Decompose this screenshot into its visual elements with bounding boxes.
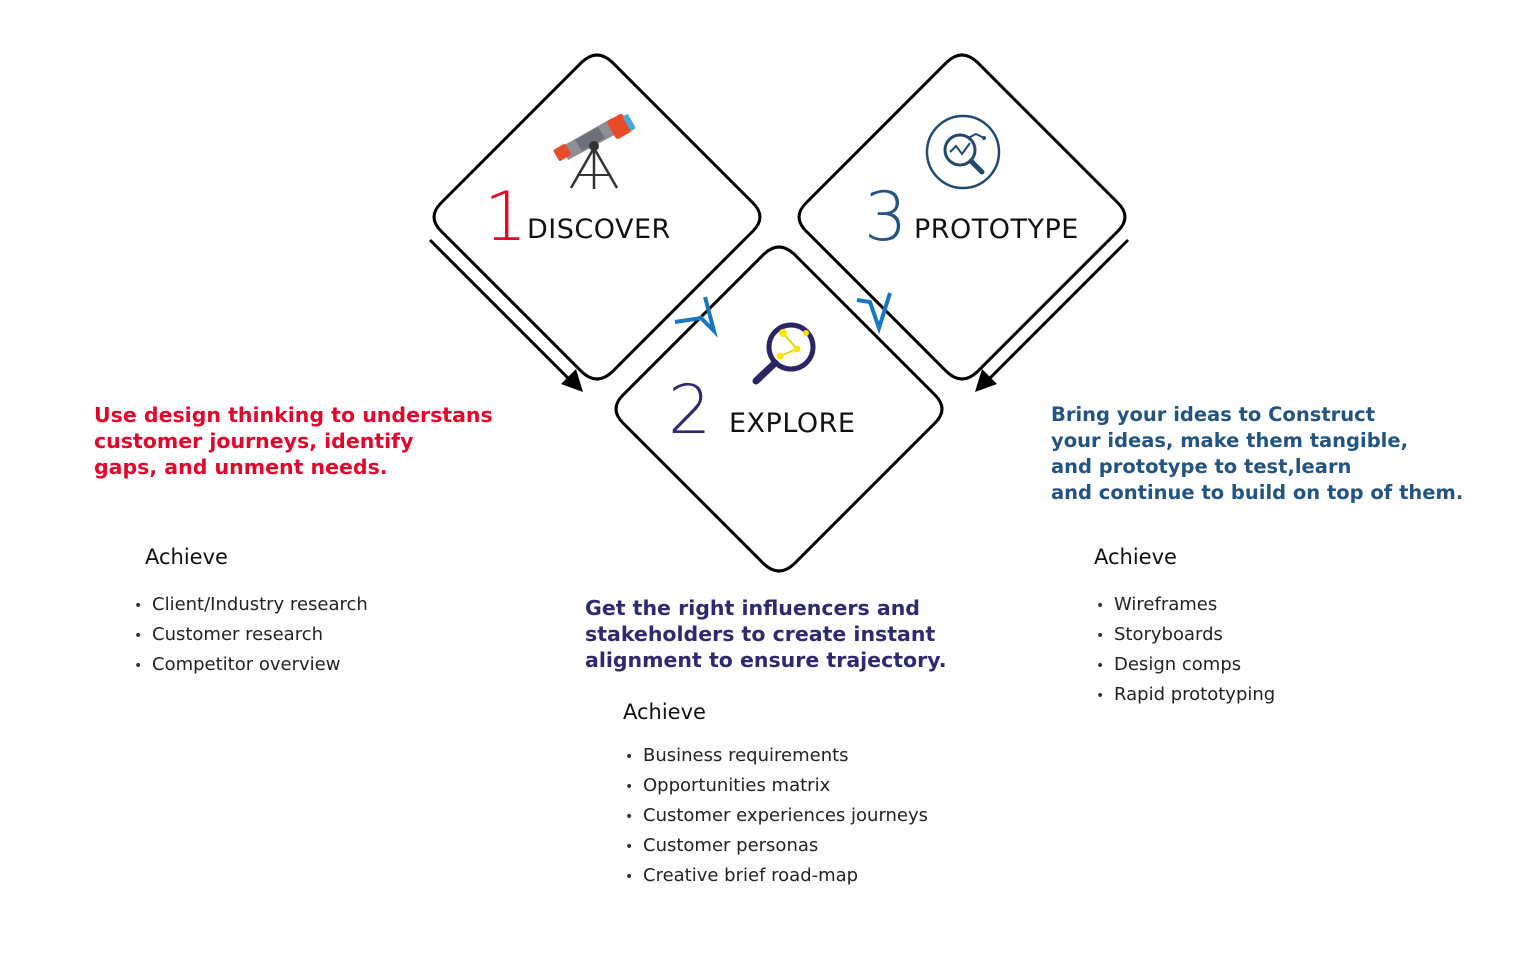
list-item: Competitor overview — [134, 650, 368, 680]
discover-description-line: customer journeys, identify — [94, 429, 414, 453]
explore-description-line: alignment to ensure trajectory. — [585, 648, 947, 672]
discover-description-line: gaps, and unment needs. — [94, 455, 388, 479]
step-title-explore: EXPLORE — [729, 408, 856, 439]
prototype-description-line: Bring your ideas to Construct — [1051, 403, 1376, 426]
list-item: Storyboards — [1096, 620, 1275, 650]
step-number-prototype: 3 — [864, 178, 908, 257]
prototype-description-line: and prototype to test,learn — [1051, 455, 1352, 478]
prototype-description: Bring your ideas to Construct your ideas… — [1051, 402, 1463, 506]
explore-description-line: stakeholders to create instant — [585, 622, 936, 646]
step-number-discover: 1 — [484, 178, 528, 257]
explore-description: Get the right influencers and stakeholde… — [585, 595, 947, 673]
list-item: Customer research — [134, 620, 368, 650]
step-number-explore: 2 — [668, 371, 712, 450]
explore-achieve-list: Business requirements Opportunities matr… — [625, 741, 928, 891]
arrow-prototype-to-explore — [975, 238, 1130, 392]
prototype-description-line: and continue to build on top of them. — [1051, 481, 1464, 504]
list-item: Customer personas — [625, 831, 928, 861]
discover-description: Use design thinking to understans custom… — [94, 402, 493, 480]
connector-zigzag-right — [856, 292, 892, 335]
list-item: Design comps — [1096, 650, 1275, 680]
connector-zigzag-left — [674, 296, 718, 338]
list-item: Customer experiences journeys — [625, 801, 928, 831]
prototype-achieve-heading: Achieve — [1094, 545, 1177, 569]
step-title-discover: DISCOVER — [527, 214, 671, 245]
discover-achieve-list: Client/Industry research Customer resear… — [134, 590, 368, 680]
prototype-description-line: your ideas, make them tangible, — [1051, 429, 1408, 452]
prototype-achieve-list: Wireframes Storyboards Design comps Rapi… — [1096, 590, 1275, 710]
explore-description-line: Get the right influencers and — [585, 596, 920, 620]
telescope-icon — [553, 113, 636, 189]
list-item: Creative brief road-map — [625, 861, 928, 891]
discover-description-line: Use design thinking to understans — [94, 403, 493, 427]
prototype-diamond — [797, 53, 1127, 381]
discover-achieve-heading: Achieve — [145, 545, 228, 569]
list-item: Wireframes — [1096, 590, 1275, 620]
analytics-search-icon — [925, 114, 1001, 190]
explore-achieve-heading: Achieve — [623, 700, 706, 724]
list-item: Business requirements — [625, 741, 928, 771]
explore-diamond — [614, 245, 944, 573]
arrow-discover-to-explore — [428, 238, 583, 392]
step-title-prototype: PROTOTYPE — [914, 214, 1079, 245]
list-item: Client/Industry research — [134, 590, 368, 620]
list-item: Opportunities matrix — [625, 771, 928, 801]
list-item: Rapid prototyping — [1096, 680, 1275, 710]
magnifier-icon — [752, 322, 816, 385]
discover-diamond — [432, 53, 762, 381]
